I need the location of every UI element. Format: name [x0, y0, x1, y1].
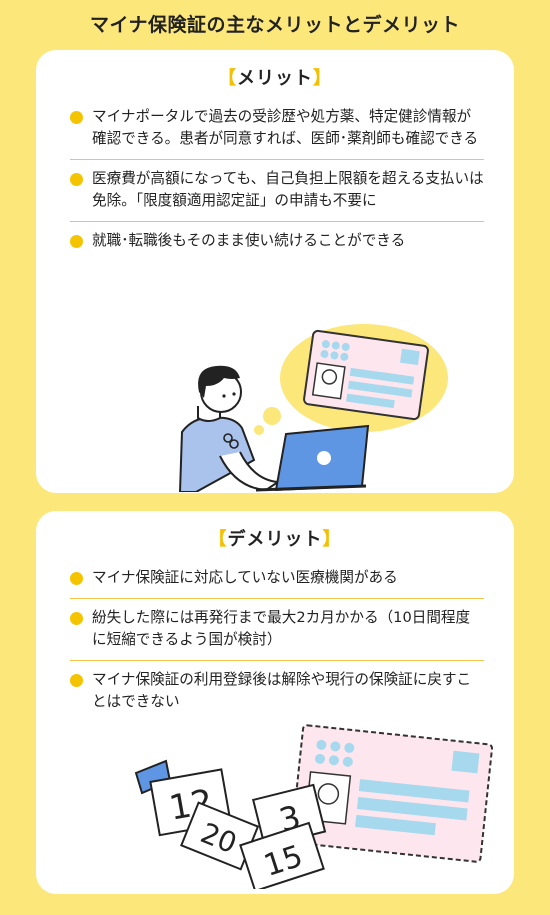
bullet-icon [70, 173, 83, 186]
bracket-open: 【 [218, 68, 237, 89]
bracket-close: 】 [313, 68, 332, 89]
bullet-icon [70, 572, 83, 585]
merit-item: 就職･転職後もそのまま使い続けることができる [70, 222, 484, 261]
demerit-item-text: 紛失した際には再発行まで最大2カ月かかる（10日間程度に短縮できるよう国が検討） [92, 609, 471, 648]
page-title: マイナ保険証の主なメリットとデメリット [89, 14, 461, 36]
demerit-item: マイナ保険証の利用登録後は解除や現行の保険証に戻すことはできない [70, 661, 484, 722]
person-laptop-illustration [178, 324, 448, 492]
demerit-card: 【デメリット】 マイナ保険証に対応していない医療機関がある 紛失した際には再発行… [36, 511, 514, 894]
demerit-list: マイナ保険証に対応していない医療機関がある 紛失した際には再発行まで最大2カ月か… [70, 559, 484, 722]
merit-item-text: マイナポータルで過去の受診歴や処方薬、特定健診情報が確認できる。患者が同意すれば… [92, 108, 479, 147]
merit-item: マイナポータルで過去の受診歴や処方薬、特定健診情報が確認できる。患者が同意すれば… [70, 98, 484, 160]
merit-heading: 【メリット】 [36, 64, 514, 90]
demerit-heading: 【デメリット】 [36, 525, 514, 551]
demerit-item: 紛失した際には再発行まで最大2カ月かかる（10日間程度に短縮できるよう国が検討） [70, 599, 484, 661]
merit-item: 医療費が高額になっても、自己負担上限額を超える支払いは免除。「限度額適用認定証」… [70, 160, 484, 222]
demerit-item-text: マイナ保険証に対応していない医療機関がある [92, 569, 398, 586]
demerit-item-text: マイナ保険証の利用登録後は解除や現行の保険証に戻すことはできない [92, 671, 472, 710]
merit-list: マイナポータルで過去の受診歴や処方薬、特定健診情報が確認できる。患者が同意すれば… [70, 98, 484, 261]
bracket-open: 【 [208, 529, 228, 550]
bullet-icon [70, 674, 83, 687]
bullet-icon [70, 111, 83, 124]
calendar-card-illustration: 12 20 3 15 [134, 724, 494, 889]
merit-heading-label: メリット [237, 68, 313, 89]
merit-item-text: 就職･転職後もそのまま使い続けることができる [92, 232, 406, 249]
bullet-icon [70, 612, 83, 625]
demerit-item: マイナ保険証に対応していない医療機関がある [70, 559, 484, 599]
bullet-icon [70, 235, 83, 248]
merit-item-text: 医療費が高額になっても、自己負担上限額を超える支払いは免除。「限度額適用認定証」… [92, 170, 484, 209]
demerit-heading-label: デメリット [227, 529, 323, 550]
merit-card: 【メリット】 マイナポータルで過去の受診歴や処方薬、特定健診情報が確認できる。患… [36, 50, 514, 493]
bracket-close: 】 [322, 529, 342, 550]
